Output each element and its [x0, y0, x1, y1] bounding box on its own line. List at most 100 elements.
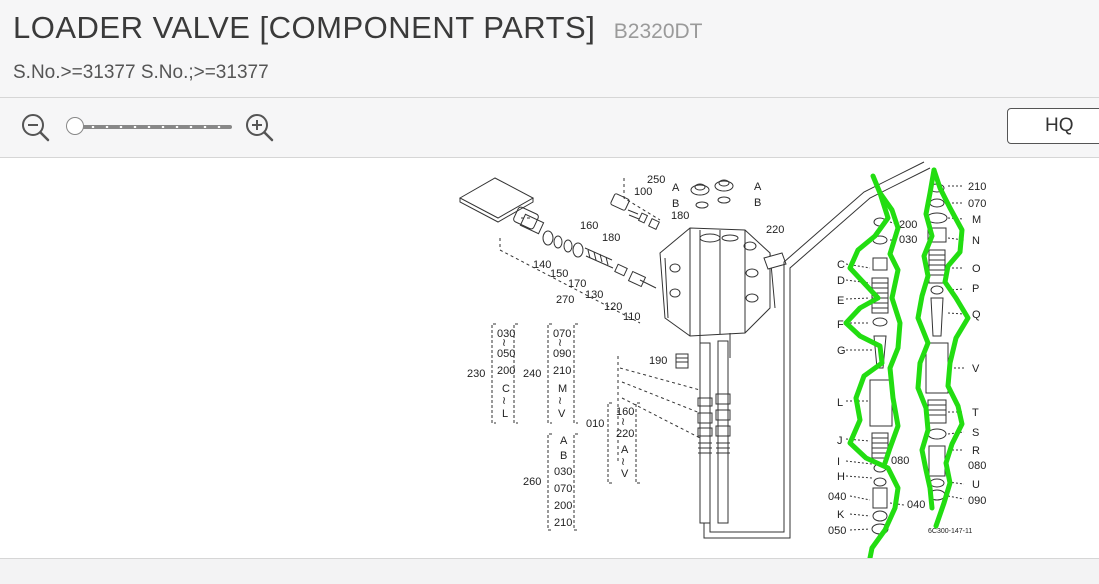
gasket-sheet: [458, 177, 535, 219]
spool-1-label: E: [837, 295, 844, 307]
group-010-label: 010: [586, 418, 604, 430]
spool-1-label: L: [837, 397, 843, 409]
zoom-slider[interactable]: [66, 116, 232, 138]
bracket-240: [547, 323, 552, 424]
callout-120: 120: [604, 301, 622, 313]
group-010-item: 220: [616, 428, 634, 440]
gasket-sheet-edge: [459, 198, 534, 223]
group-010-item: ≀: [621, 416, 625, 428]
spool-1-right-040: 040: [907, 499, 925, 511]
diagram-canvas[interactable]: 250 100 A B A B 180 220 160 180 140 150 …: [0, 158, 1099, 571]
callout-190: 190: [649, 355, 667, 367]
spool-2-label: O: [972, 263, 981, 275]
group-010-item: A: [621, 444, 629, 456]
zoom-slider-handle[interactable]: [66, 117, 84, 135]
group-260-item: B: [560, 450, 567, 462]
spool-1-label: K: [837, 509, 845, 521]
green-highlight-annotation: [843, 167, 971, 571]
spool-1-label: F: [837, 319, 844, 331]
group-260-item: 070: [554, 483, 572, 495]
spool-1-label: I: [837, 456, 840, 468]
callout-B1: B: [672, 198, 679, 210]
spool-2-label: P: [972, 283, 979, 295]
bracket-230: [491, 323, 496, 424]
callout-170: 170: [568, 278, 586, 290]
group-240-item: M: [558, 383, 567, 395]
zoom-in-icon[interactable]: [244, 112, 276, 144]
callout-270: 270: [556, 294, 574, 306]
callout-150: 150: [550, 268, 568, 280]
spool-1-right-080: 080: [891, 455, 909, 467]
group-240-item: ≀: [558, 395, 562, 407]
group-240-label: 240: [523, 368, 541, 380]
callout-100: 100: [634, 186, 652, 198]
spool-assembly-center: [697, 161, 931, 539]
group-230-item: 050: [497, 348, 515, 360]
exploded-parts-diagram: 250 100 A B A B 180 220 160 180 140 150 …: [458, 161, 986, 571]
spool-1-label: G: [837, 345, 846, 357]
group-230-item: C: [502, 383, 510, 395]
spool-1-label: C: [837, 259, 845, 271]
callout-110: 110: [623, 311, 641, 323]
upper-leader: [623, 178, 661, 221]
group-260-item: 210: [554, 517, 572, 529]
group-240-item: 090: [553, 348, 571, 360]
footer-bar: [0, 558, 1099, 584]
relief-leader: [499, 217, 641, 324]
spool-2-label: N: [972, 235, 980, 247]
callout-B2: B: [754, 197, 761, 209]
callout-160: 160: [580, 220, 598, 232]
toolbar: HQ: [0, 98, 1099, 158]
callout-220: 220: [766, 224, 784, 236]
group-010-item: V: [621, 468, 629, 480]
bracket-260-inner: [573, 433, 578, 531]
spool-1-right-200: 200: [899, 219, 917, 231]
bracket-230-inner: [513, 323, 518, 424]
bracket-010: [607, 402, 612, 484]
spool-2-label: 090: [968, 495, 986, 507]
group-230-label: 230: [467, 368, 485, 380]
group-260-item: 030: [554, 466, 572, 478]
zoom-slider-ticks: [86, 126, 228, 128]
group-240-item: V: [558, 408, 566, 420]
group-230-item: ≀: [502, 395, 506, 407]
group-240-item: 210: [553, 365, 571, 377]
callout-180a: 180: [671, 210, 689, 222]
spool-2-label: 080: [968, 460, 986, 472]
group-010-item: 160: [616, 406, 634, 418]
group-260-label: 260: [523, 476, 541, 488]
title-row: LOADER VALVE [COMPONENT PARTS] B2320DT: [13, 10, 703, 46]
spool-2-label: 210: [968, 181, 986, 193]
group-230-item: 200: [497, 365, 515, 377]
check-valve-parts: [610, 179, 734, 230]
group-240-item: ≀: [558, 337, 562, 349]
callout-140: 140: [533, 259, 551, 271]
spool-2-label: S: [972, 427, 979, 439]
header: LOADER VALVE [COMPONENT PARTS] B2320DT S…: [0, 0, 1099, 98]
spool-1-label: H: [837, 471, 845, 483]
figure-code: 6C300-147-11: [928, 528, 972, 535]
hq-button[interactable]: HQ: [1007, 108, 1099, 144]
group-260-item: 200: [554, 500, 572, 512]
relief-valve-assembly: [513, 206, 657, 289]
spool-2-label: M: [972, 214, 981, 226]
spool-2-label: U: [972, 479, 980, 491]
group-230-item: ≀: [502, 337, 506, 349]
group-230-item: 030: [497, 328, 515, 340]
group-240-item: 070: [553, 328, 571, 340]
group-230-item: L: [502, 408, 508, 420]
callout-250: 250: [647, 174, 665, 186]
page-title: LOADER VALVE [COMPONENT PARTS]: [13, 10, 596, 45]
zoom-out-icon[interactable]: [20, 112, 52, 144]
plate-220: [763, 252, 787, 270]
spool-1-label: 050: [828, 525, 846, 537]
spool-1-label: D: [837, 275, 845, 287]
spool-2-label: Q: [972, 309, 981, 321]
bracket-010-inner: [635, 402, 640, 484]
spool-1-right-030: 030: [899, 234, 917, 246]
bracket-260: [547, 433, 552, 531]
spool-2-label: V: [972, 363, 980, 375]
bracket-240-inner: [573, 323, 578, 424]
callout-A1: A: [672, 182, 680, 194]
group-010-item: ≀: [621, 456, 625, 468]
